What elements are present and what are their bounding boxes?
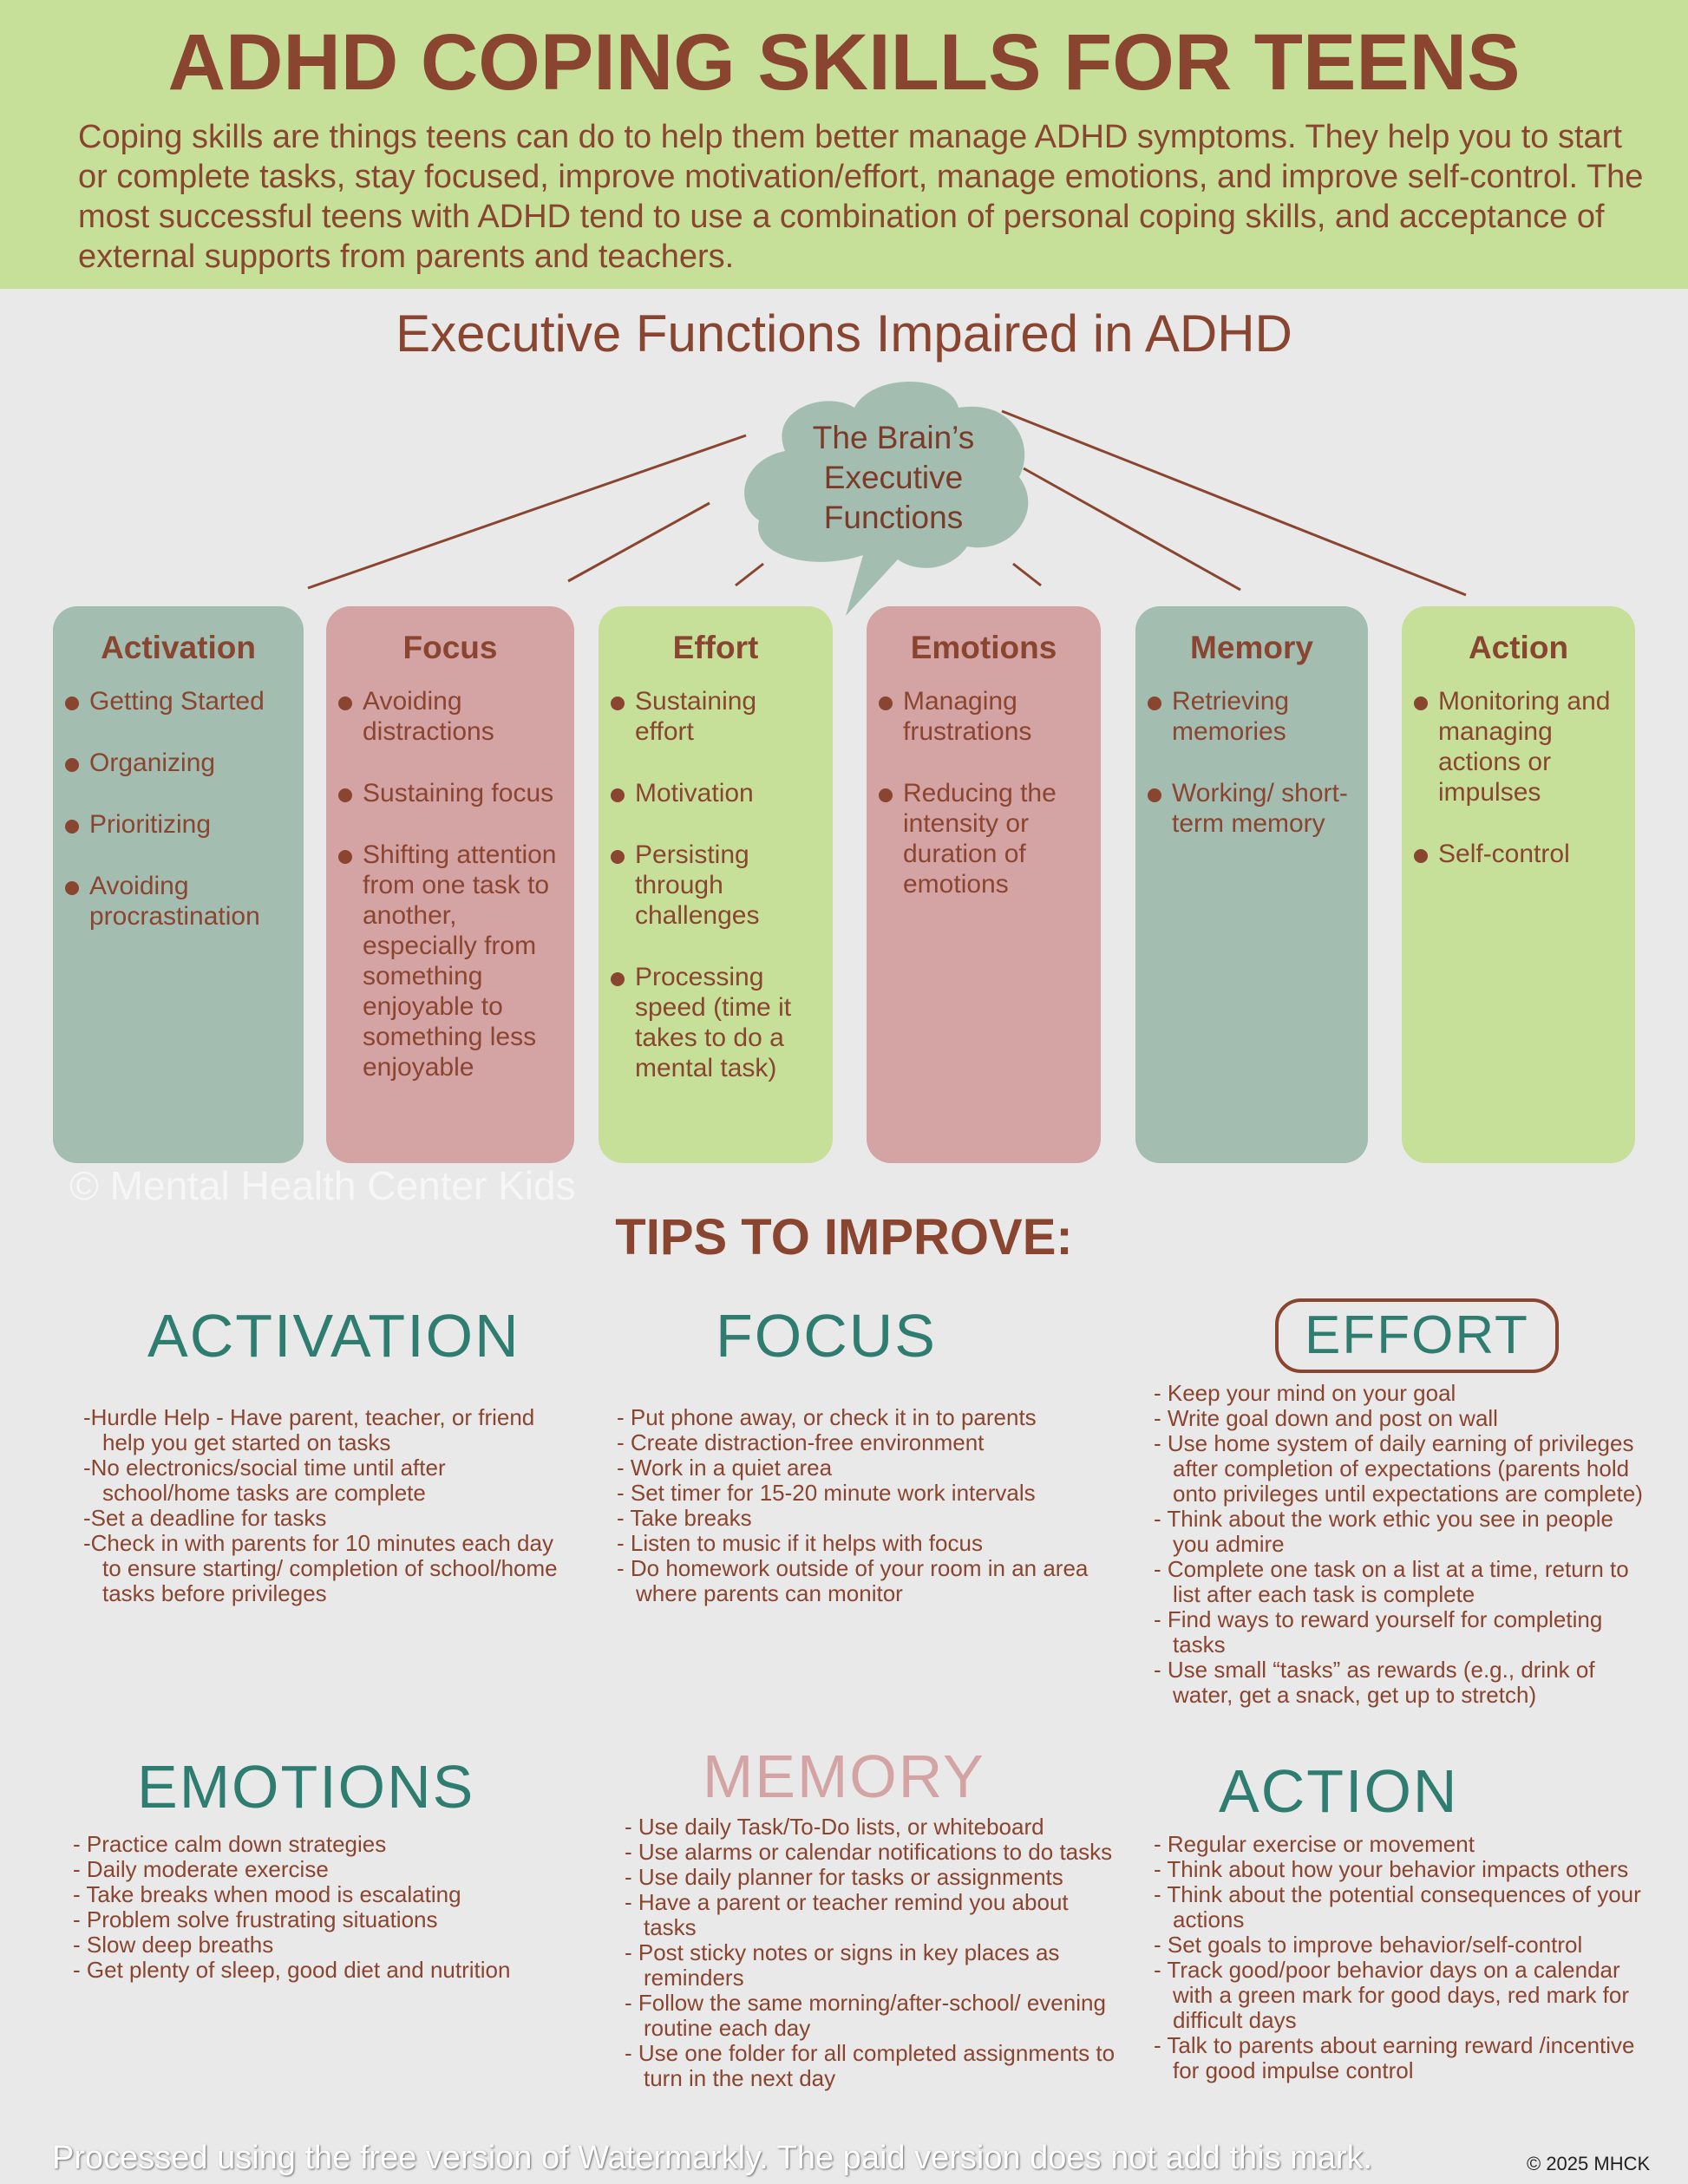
list-item: Avoiding procrastination xyxy=(65,871,291,932)
brain-label: The Brain’s Executive Functions xyxy=(812,420,975,535)
tip-heading-effort: EFFORT xyxy=(1275,1298,1559,1373)
list-item: -No electronics/social time until after … xyxy=(83,1455,446,1506)
list-item: Avoiding distractions xyxy=(338,686,562,747)
list-item: Working/ short-term memory xyxy=(1148,778,1356,839)
header-band xyxy=(0,0,1688,289)
connector-lines xyxy=(307,409,1467,597)
list-item: - Daily moderate exercise xyxy=(73,1856,329,1882)
list-item: - Have a parent or teacher remind you ab… xyxy=(625,1889,1069,1940)
list-item: - Track good/poor behavior days on a cal… xyxy=(1154,1957,1630,2033)
list-item: Prioritizing xyxy=(65,809,291,840)
list-item: Shifting attention from one task to anot… xyxy=(338,840,562,1082)
list-item: - Write goal down and post on wall xyxy=(1154,1405,1498,1431)
list-item: - Take breaks xyxy=(617,1505,752,1531)
tip-list: - Put phone away, or check it in to pare… xyxy=(617,1405,1111,1606)
list-item: - Set goals to improve behavior/self-con… xyxy=(1154,1932,1583,1958)
column-title: Activation xyxy=(101,630,256,665)
list-item: - Use alarms or calendar notifications t… xyxy=(625,1839,1113,1865)
list-item: - Use daily planner for tasks or assignm… xyxy=(625,1864,1063,1890)
tip-list: - Practice calm down strategies- Daily m… xyxy=(73,1832,576,1983)
column-title: Focus xyxy=(402,630,498,665)
list-item: Organizing xyxy=(65,748,291,778)
watermark-notice: Processed using the free version of Wate… xyxy=(52,2140,1373,2176)
copyright: © 2025 MHCK xyxy=(1527,2153,1651,2174)
list-item: - Listen to music if it helps with focus xyxy=(617,1530,983,1556)
list-item: - Follow the same morning/after-school/ … xyxy=(625,1990,1106,2041)
list-item: - Problem solve frustrating situations xyxy=(73,1906,438,1932)
list-item: - Use home system of daily earning of pr… xyxy=(1154,1430,1643,1507)
brain-icon xyxy=(744,382,1029,616)
list-item: - Find ways to reward yourself for compl… xyxy=(1154,1606,1603,1658)
list-item: Managing frustrations xyxy=(879,686,1089,747)
tips-title: TIPS TO IMPROVE: xyxy=(615,1209,1073,1265)
tip-heading-memory: MEMORY xyxy=(703,1743,985,1810)
list-item: - Complete one task on a list at a time,… xyxy=(1154,1556,1629,1607)
tip-heading-action: ACTION xyxy=(1219,1757,1459,1825)
list-item: Self-control xyxy=(1414,839,1623,869)
list-item: - Use one folder for all completed assig… xyxy=(625,2040,1116,2091)
tip-heading-focus: FOCUS xyxy=(716,1302,937,1370)
tip-list: -Hurdle Help - Have parent, teacher, or … xyxy=(83,1405,569,1606)
list-item: - Take breaks when mood is escalating xyxy=(73,1881,461,1907)
list-item: Sustaining focus xyxy=(338,778,562,808)
list-item: - Talk to parents about earning reward /… xyxy=(1154,2032,1635,2083)
list-item: - Work in a quiet area xyxy=(617,1455,833,1481)
list-item: Getting Started xyxy=(65,686,291,716)
list-item: - Use small “tasks” as rewards (e.g., dr… xyxy=(1154,1657,1595,1708)
tip-heading-activation: ACTIVATION xyxy=(147,1302,520,1370)
list-item: - Use daily Task/To-Do lists, or whitebo… xyxy=(625,1814,1044,1840)
tip-list: - Use daily Task/To-Do lists, or whitebo… xyxy=(625,1815,1119,2091)
list-item: - Get plenty of sleep, good diet and nut… xyxy=(73,1957,511,1983)
page-title: ADHD Coping Skills for Teens xyxy=(167,18,1521,107)
section-title: Executive Functions Impaired in ADHD xyxy=(396,304,1292,363)
list-item: Retrieving memories xyxy=(1148,686,1356,747)
column-title: Emotions xyxy=(910,630,1057,665)
list-item: - Keep your mind on your goal xyxy=(1154,1380,1456,1406)
intro-text: Coping skills are things teens can do to… xyxy=(78,119,1644,275)
list-item: - Do homework outside of your room in an… xyxy=(617,1555,1089,1606)
tip-list: - Regular exercise or movement- Think ab… xyxy=(1154,1832,1648,2083)
column-title: Effort xyxy=(672,630,759,665)
watermark-text: © Mental Health Center Kids xyxy=(69,1163,576,1208)
list-item: Processing speed (time it takes to do a … xyxy=(611,962,821,1083)
list-item: - Create distraction-free environment xyxy=(617,1429,985,1455)
list-item: - Slow deep breaths xyxy=(73,1932,274,1958)
list-item: -Hurdle Help - Have parent, teacher, or … xyxy=(83,1404,535,1455)
tip-heading-emotions: EMOTIONS xyxy=(137,1753,475,1821)
column-title: Action xyxy=(1468,630,1569,665)
column-list: Monitoring and managing actions or impul… xyxy=(1414,686,1623,869)
list-item: -Check in with parents for 10 minutes ea… xyxy=(83,1530,558,1606)
list-item: Sustaining effort xyxy=(611,686,821,747)
list-item: - Think about the work ethic you see in … xyxy=(1154,1506,1613,1557)
list-item: Reducing the intensity or duration of em… xyxy=(879,778,1089,899)
list-item: Monitoring and managing actions or impul… xyxy=(1414,686,1623,808)
list-item: - Think about the potential consequences… xyxy=(1154,1881,1641,1932)
list-item: - Think about how your behavior impacts … xyxy=(1154,1856,1629,1882)
list-item: - Set timer for 15-20 minute work interv… xyxy=(617,1480,1036,1506)
list-item: Persisting through challenges xyxy=(611,840,821,931)
list-item: Motivation xyxy=(611,778,821,808)
tip-list: - Keep your mind on your goal- Write goa… xyxy=(1154,1381,1648,1708)
list-item: - Put phone away, or check it in to pare… xyxy=(617,1404,1037,1430)
list-item: - Practice calm down strategies xyxy=(73,1831,387,1857)
list-item: - Regular exercise or movement xyxy=(1154,1831,1475,1857)
list-item: - Post sticky notes or signs in key plac… xyxy=(625,1939,1060,1991)
column-title: Memory xyxy=(1190,630,1313,665)
list-item: -Set a deadline for tasks xyxy=(83,1505,327,1531)
